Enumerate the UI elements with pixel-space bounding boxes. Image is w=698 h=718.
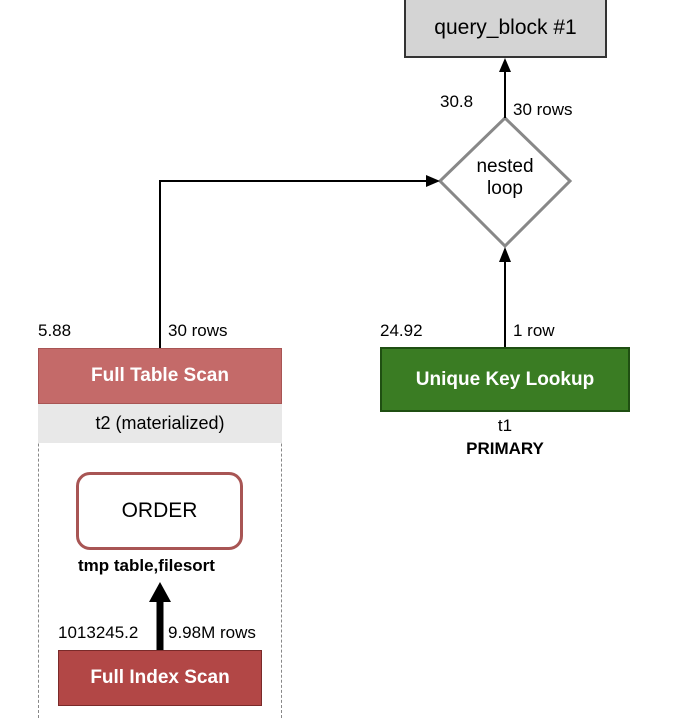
table-scan-cost: 5.88	[38, 321, 72, 340]
lookup-rows: 1 row	[513, 321, 555, 340]
order-note: tmp table,filesort	[78, 556, 215, 575]
nested-loop-diamond	[437, 115, 573, 249]
table-scan-table-name: t2 (materialized)	[38, 404, 282, 443]
table-scan-frame	[38, 348, 282, 718]
arrowhead-order	[149, 582, 171, 602]
query-block-label: query_block #1	[434, 16, 577, 39]
full-index-scan-label: Full Index Scan	[90, 667, 230, 688]
full-index-scan-node[interactable]: Full Index Scan	[58, 650, 262, 706]
nested-loop-label[interactable]: nested loop	[455, 156, 555, 200]
arrowhead-loop-bottom	[499, 247, 511, 262]
full-table-scan-label: Full Table Scan	[91, 365, 229, 386]
order-label: ORDER	[121, 499, 198, 522]
order-node[interactable]: ORDER	[76, 472, 243, 550]
arrowhead-loop-left	[426, 175, 440, 187]
edge-table-scan-to-loop	[159, 180, 428, 348]
unique-key-lookup-label: Unique Key Lookup	[415, 368, 595, 390]
query-block-rows: 30 rows	[513, 100, 573, 119]
unique-key-lookup-node[interactable]: Unique Key Lookup	[380, 347, 630, 412]
query-block-node[interactable]: query_block #1	[404, 0, 607, 58]
nested-loop-line1: nested	[476, 156, 534, 177]
lookup-key-name: PRIMARY	[466, 439, 544, 458]
full-table-scan-node[interactable]: Full Table Scan	[38, 348, 282, 404]
index-scan-rows: 9.98M rows	[168, 623, 256, 642]
lookup-cost: 24.92	[380, 321, 423, 340]
table-scan-table-label: t2 (materialized)	[95, 413, 225, 433]
arrowhead-query-block	[499, 58, 511, 72]
nested-loop-line2: loop	[487, 178, 523, 199]
index-scan-cost: 1013245.2	[58, 623, 139, 642]
query-block-cost: 30.8	[440, 92, 474, 111]
lookup-table-name: t1	[497, 416, 513, 435]
table-scan-rows: 30 rows	[168, 321, 228, 340]
